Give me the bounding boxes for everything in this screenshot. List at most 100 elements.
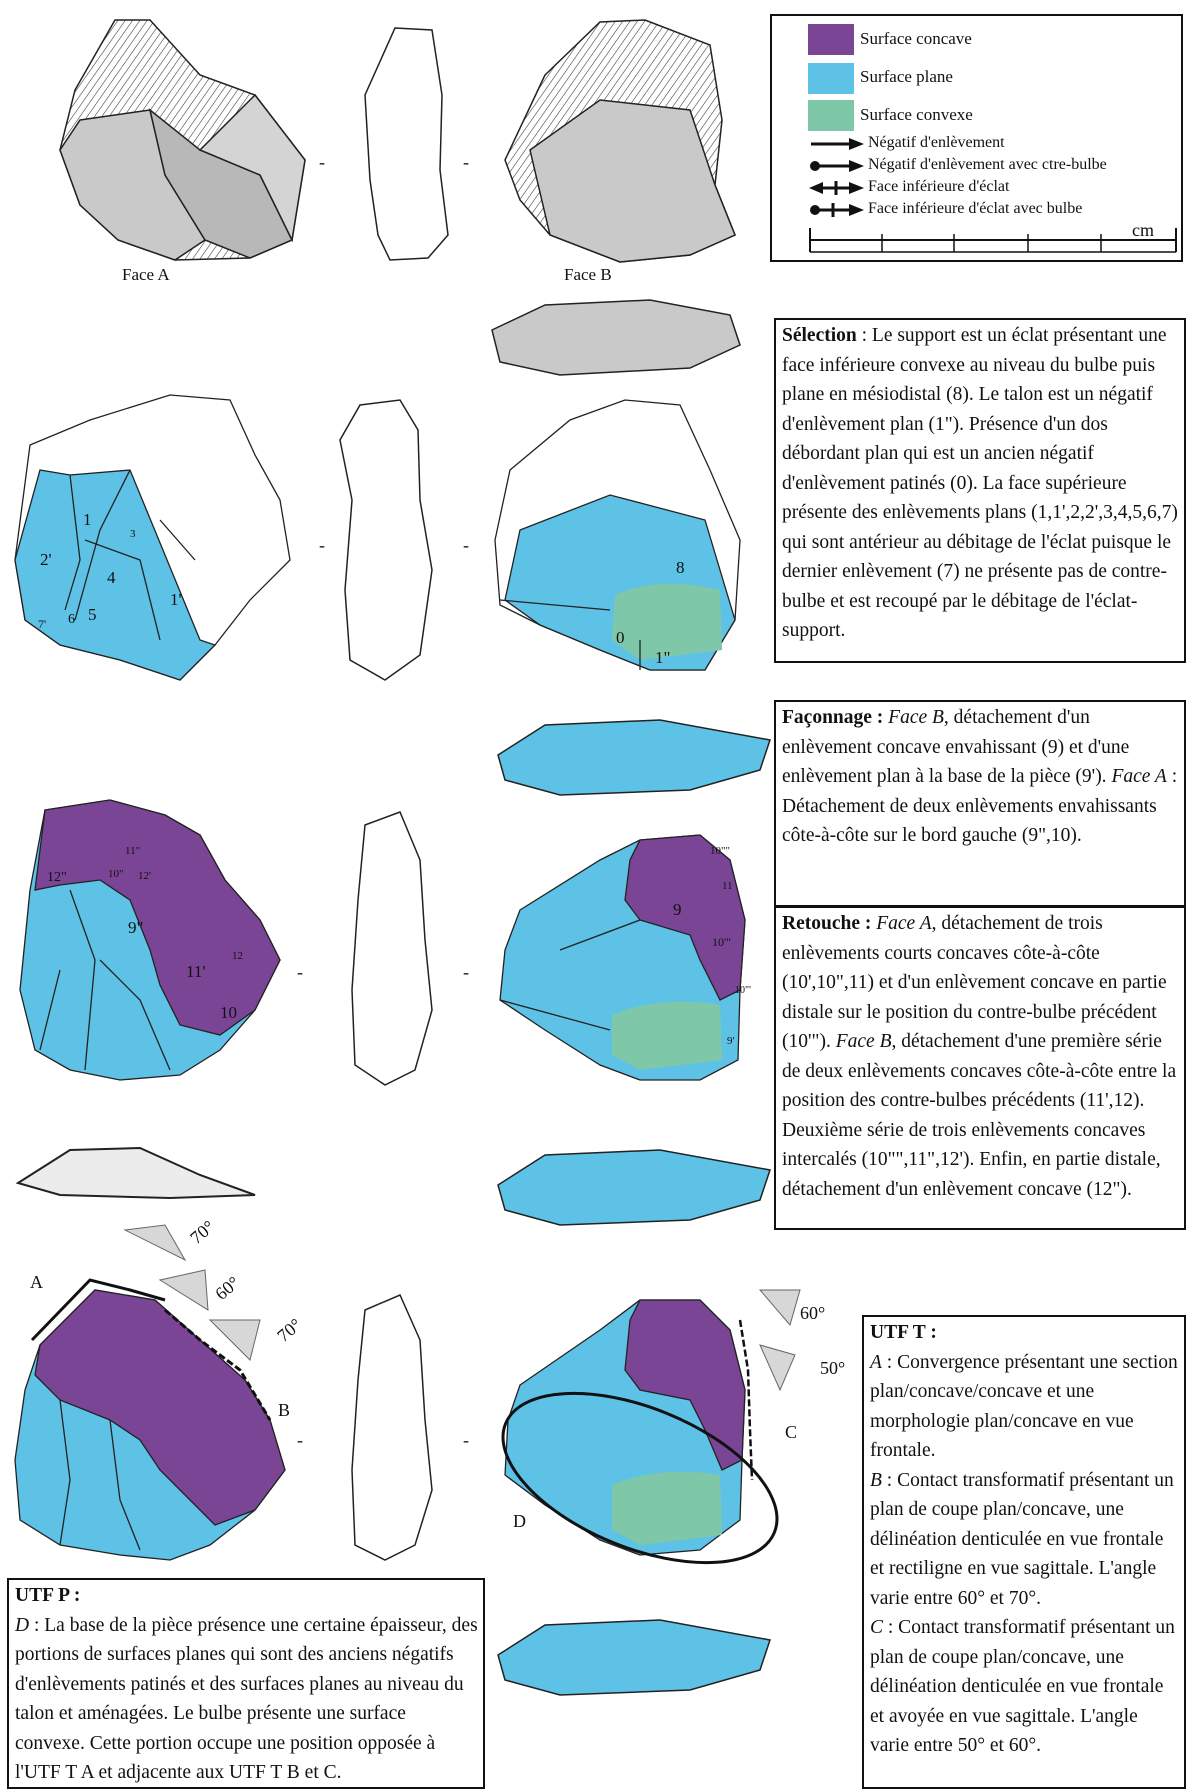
removal-label: 10"': [735, 985, 751, 996]
profile-side-3: [497, 1149, 771, 1226]
row4-face-b: [504, 1299, 746, 1556]
utf-c-line: [738, 1319, 754, 1481]
legend-arrow-label: Face inférieure d'éclat avec bulbe: [868, 200, 1083, 217]
removal-label: 10"": [710, 845, 730, 857]
utf-t-b-text: : Contact transformatif présentant un pl…: [870, 1469, 1174, 1609]
row3-face-b: [499, 834, 746, 1081]
removal-label: 12": [47, 870, 67, 885]
faconnage-text-1: , détachement d'un enlèvement concave en…: [782, 707, 1130, 787]
retouche-text-1: , détachement de trois enlèvements court…: [782, 913, 1167, 1052]
utf-a-line: [30, 1278, 166, 1342]
legend-arrow-label: Négatif d'enlèvement avec ctre-bulbe: [868, 156, 1107, 173]
separator: -: [319, 535, 325, 555]
removal-label: 11": [125, 845, 141, 857]
utf-label-c: C: [785, 1422, 798, 1442]
removal-label: 1: [83, 510, 92, 529]
arrow-dot-cross-icon: [810, 203, 864, 217]
utf-p-d-key: D: [15, 1614, 30, 1636]
utf-p-box: UTF P : D : La base de la pièce présence…: [7, 1578, 485, 1789]
legend-swatch-concave: [808, 24, 854, 55]
removal-label: 1": [655, 648, 671, 667]
faconnage-face-b: Face B: [888, 707, 944, 728]
removal-label: 12: [232, 950, 243, 962]
scale-unit: cm: [1132, 220, 1154, 240]
removal-label: 12': [138, 870, 151, 882]
utf-b-line: [164, 1308, 272, 1421]
angle-c2: [759, 1344, 796, 1392]
utf-t-a-text: : Convergence présentant une section pla…: [870, 1351, 1178, 1462]
legend-label-concave: Surface concave: [860, 29, 972, 48]
removal-label: 8: [676, 558, 685, 577]
utf-t-b-key: B: [870, 1469, 882, 1491]
separator: -: [319, 152, 325, 172]
face-b-drawing: [504, 19, 736, 263]
retouche-title: Retouche :: [782, 913, 872, 934]
legend: Surface concave Surface plane Surface co…: [770, 14, 1183, 262]
retouche-text-2: , détachement d'une première série de de…: [782, 1031, 1177, 1200]
removal-label: 2': [40, 550, 52, 569]
legend-label-plane: Surface plane: [860, 67, 953, 86]
removal-label: 10": [108, 868, 124, 880]
selection-text: : Le support est un éclat présentant une…: [782, 325, 1178, 641]
retouche-face-a: Face A: [876, 913, 932, 934]
faconnage-box: Façonnage : Face B, détachement d'un enl…: [774, 700, 1186, 907]
utf-p-d-text: : La base de la pièce présence une certa…: [15, 1614, 478, 1784]
utf-t-a-key: A: [870, 1351, 882, 1373]
scale-bar: [809, 228, 1177, 253]
utf-label-b: B: [278, 1400, 291, 1420]
removal-label: 6: [68, 612, 75, 627]
removal-label: 0: [616, 628, 625, 647]
separator: -: [463, 1430, 469, 1450]
section-outline: [15, 1146, 256, 1200]
separator: -: [463, 152, 469, 172]
faconnage-title: Façonnage :: [782, 707, 884, 728]
legend-arrow-label: Négatif d'enlèvement: [868, 134, 1005, 151]
angle-b1: [158, 1269, 209, 1311]
removal-label: 5: [88, 605, 97, 624]
utf-t-c-key: C: [870, 1617, 884, 1638]
removal-label: 3: [130, 528, 136, 540]
removal-label: 1': [170, 590, 182, 609]
profile-outline-1: [364, 27, 449, 261]
profile-outline-4: [351, 1294, 433, 1561]
angle-c1: [758, 1289, 801, 1327]
separator: -: [463, 535, 469, 555]
utf-p-title: UTF P :: [15, 1585, 81, 1606]
utf-t-title: UTF T :: [870, 1322, 937, 1343]
legend-arrow-label: Face inférieure d'éclat: [868, 178, 1010, 195]
angle-a: [123, 1224, 187, 1262]
face-a-caption: Face A: [122, 265, 170, 284]
angle-label: 60°: [800, 1303, 826, 1323]
faconnage-face-a: Face A: [1111, 766, 1167, 787]
removal-label: 9": [128, 918, 144, 937]
row4-face-a: [14, 1289, 286, 1561]
profile-outline-2: [339, 399, 433, 681]
removal-label: 11': [186, 962, 206, 981]
utf-t-box: UTF T : A : Convergence présentant une s…: [862, 1315, 1186, 1789]
removal-label: 4: [107, 568, 116, 587]
arrow-cross-icon: [809, 181, 864, 195]
row2-face-a: [14, 394, 291, 681]
arrow-dot-icon: [810, 160, 864, 172]
selection-box: Sélection : Le support est un éclat prés…: [774, 318, 1186, 663]
separator: -: [297, 1430, 303, 1450]
legend-label-convex: Surface convexe: [860, 105, 973, 124]
utf-t-c-text: : Contact transformatif présentant un pl…: [870, 1617, 1175, 1756]
profile-side-4: [497, 1619, 771, 1696]
legend-swatch-convex: [808, 100, 854, 131]
removal-label: 9: [673, 900, 682, 919]
separator: -: [463, 962, 469, 982]
utf-label-d: D: [513, 1511, 526, 1531]
retouche-box: Retouche : Face A, détachement de trois …: [774, 906, 1186, 1230]
removal-label: 7': [38, 617, 47, 631]
utf-d-ellipse: [501, 1391, 779, 1565]
removal-label: 10: [220, 1003, 237, 1022]
face-b-caption: Face B: [564, 265, 612, 284]
selection-title: Sélection: [782, 325, 857, 346]
legend-swatch-plane: [808, 63, 854, 94]
row3-face-a: [19, 799, 281, 1081]
row2-face-b: [494, 399, 741, 671]
arrow-icon: [811, 138, 864, 150]
removal-label: 10'": [712, 935, 732, 949]
